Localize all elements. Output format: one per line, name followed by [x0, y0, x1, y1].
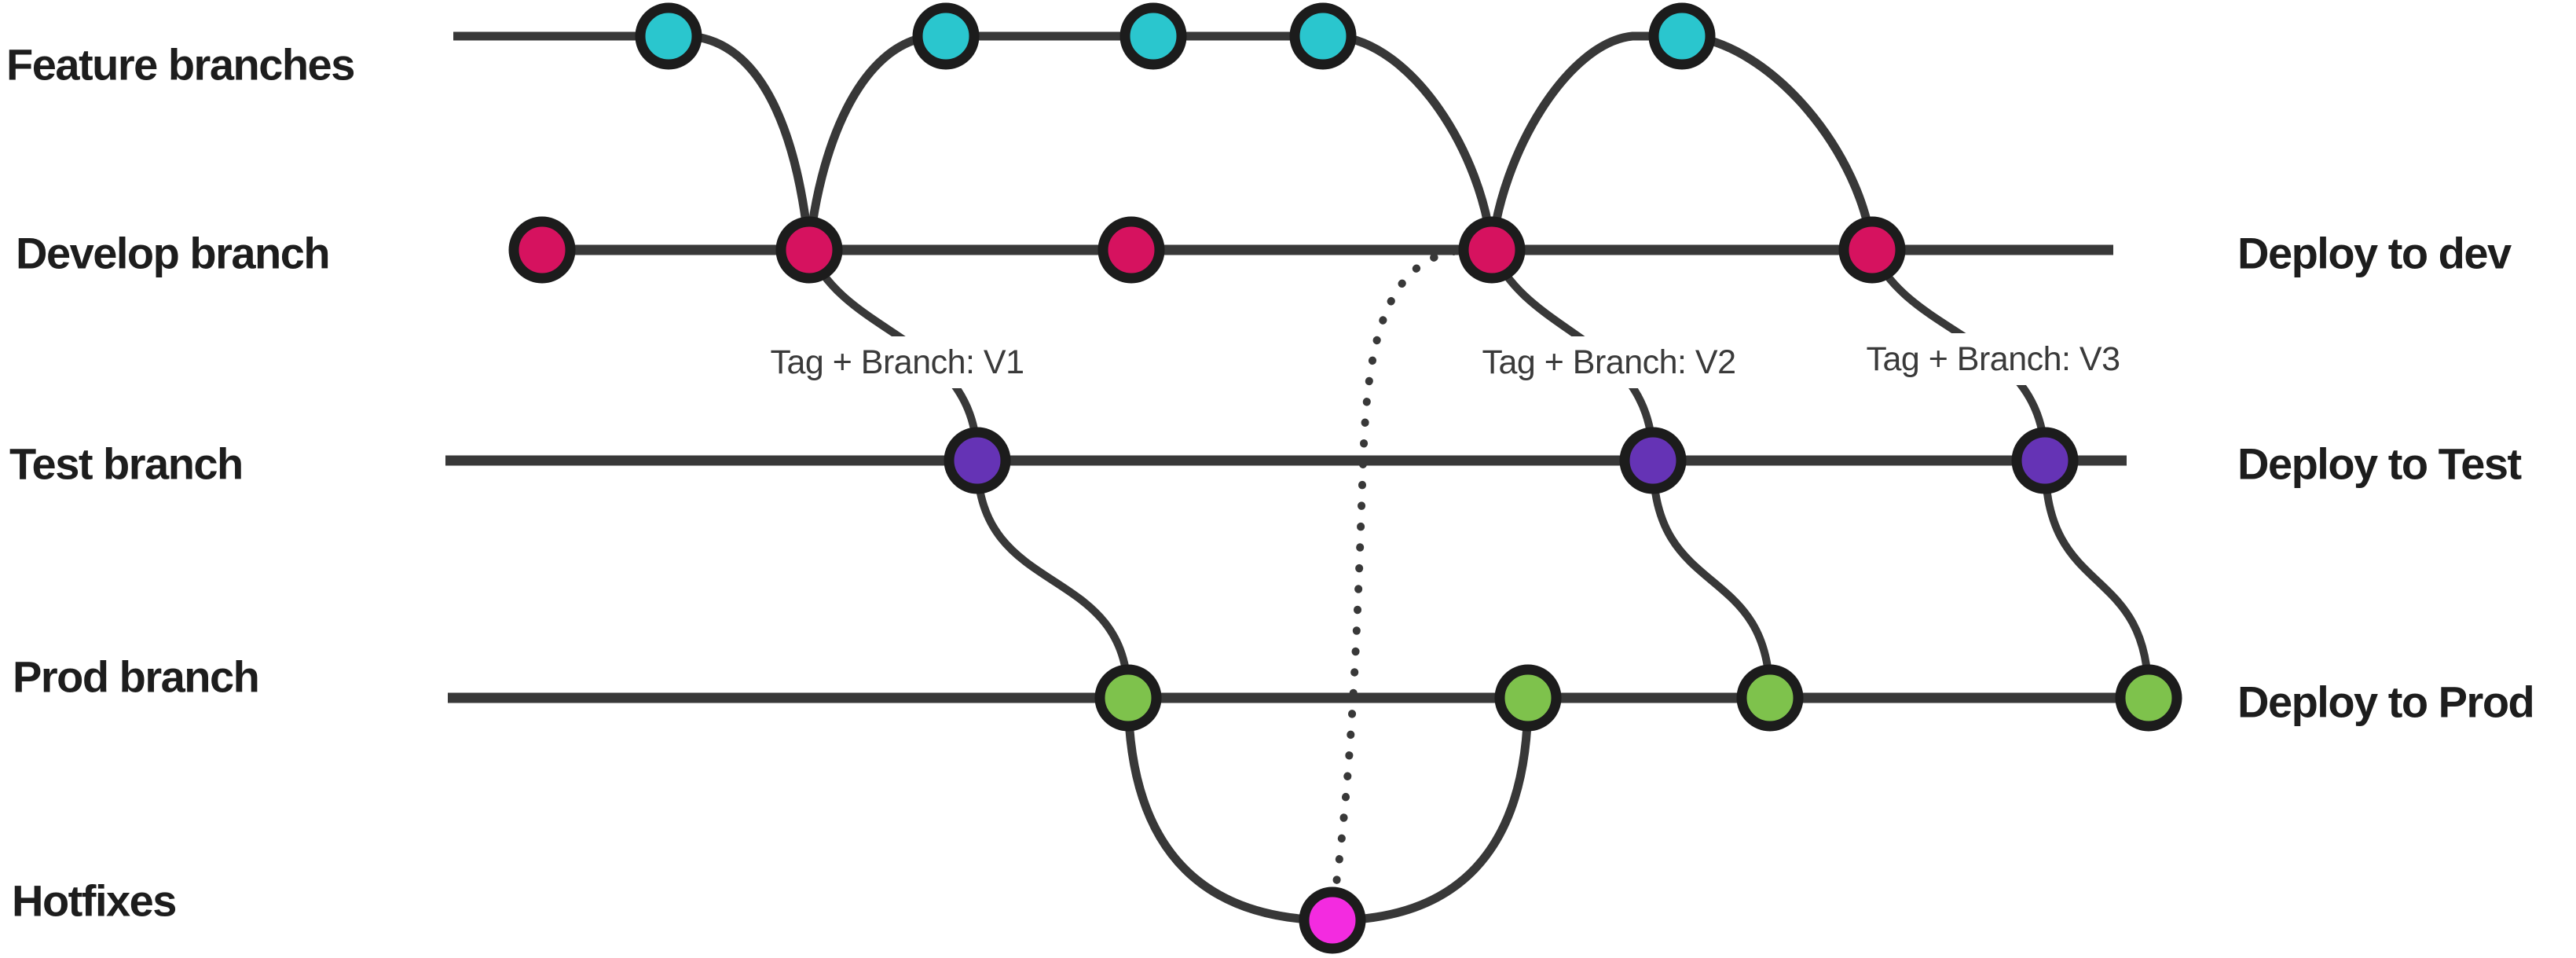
tag-labels-layer: Tag + Branch: V1 Tag + Branch: V2 Tag + Br…	[751, 333, 2139, 388]
tag-label-v3-background	[1847, 333, 2139, 385]
tag-label-v1-background	[751, 336, 1043, 388]
test-commit-3	[2011, 427, 2079, 494]
hotfix-commit-1	[1299, 886, 1366, 954]
tag-label-v3: Tag + Branch: V3	[1866, 340, 2120, 378]
tag-label-v2-background	[1463, 336, 1755, 388]
hotfix-u-curve	[1123, 697, 1533, 925]
feature-branch-segment-1	[453, 31, 814, 251]
feature-commit-2	[912, 2, 980, 70]
edges-layer	[445, 31, 2153, 925]
test-to-prod-curve-1	[973, 460, 1132, 699]
develop-commit-2	[775, 216, 843, 284]
lane-label-prod-branch: Prod branch	[13, 652, 258, 702]
test-to-prod-curve-3	[2041, 460, 2153, 699]
lane-label-feature-branches: Feature branches	[6, 40, 354, 90]
develop-commit-1	[508, 216, 576, 284]
lane-label-test-branch: Test branch	[9, 439, 243, 489]
nodes-layer	[508, 2, 2182, 954]
test-to-prod-curve-2	[1649, 460, 1774, 699]
test-commit-1	[944, 427, 1011, 494]
prod-commit-2	[1494, 664, 1562, 732]
test-commit-2	[1619, 427, 1687, 494]
tag-label-v1: Tag + Branch: V1	[770, 343, 1024, 381]
prod-commit-1	[1094, 664, 1162, 732]
prod-commit-4	[2115, 664, 2182, 732]
deploy-label-test: Deploy to Test	[2237, 439, 2522, 489]
feature-commit-4	[1289, 2, 1357, 70]
deploy-label-dev: Deploy to dev	[2237, 229, 2512, 278]
develop-commit-4	[1458, 216, 1526, 284]
feature-commit-3	[1119, 2, 1187, 70]
tag-label-v2: Tag + Branch: V2	[1482, 343, 1735, 381]
develop-commit-3	[1097, 216, 1165, 284]
develop-commit-5	[1838, 216, 1906, 284]
feature-commit-5	[1648, 2, 1716, 70]
lane-label-hotfixes: Hotfixes	[12, 876, 176, 926]
lane-label-develop-branch: Develop branch	[16, 229, 329, 278]
feature-commit-1	[635, 2, 702, 70]
deploy-label-prod: Deploy to Prod	[2237, 677, 2534, 727]
cherry-pick-dotted-curve	[1330, 247, 1462, 905]
prod-commit-3	[1736, 664, 1804, 732]
